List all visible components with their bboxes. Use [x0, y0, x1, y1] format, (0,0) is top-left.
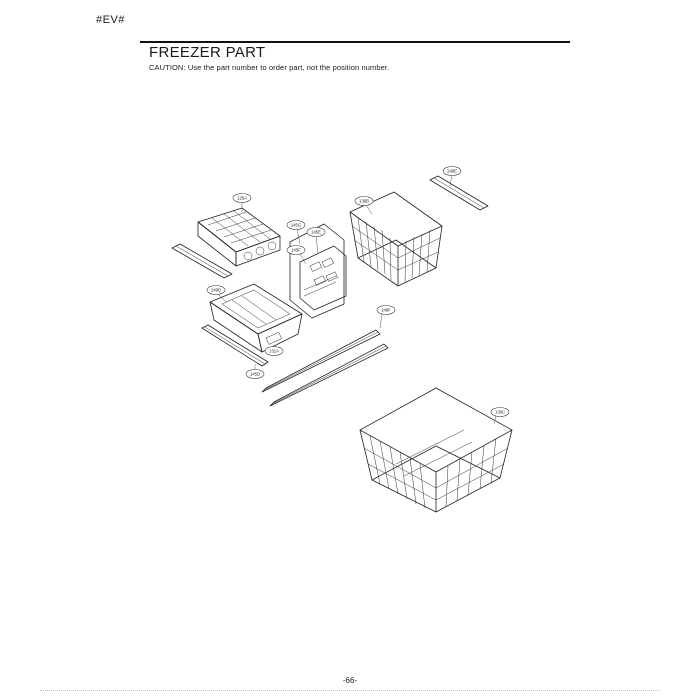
- lower-wire-basket: [359, 387, 513, 513]
- caution-note: CAUTION: Use the part number to order pa…: [149, 63, 390, 72]
- basket-rail-249e: [429, 175, 489, 211]
- ice-bin-rail: [201, 324, 269, 367]
- callout-136c: 136C: [495, 410, 505, 415]
- callout-249e: 249E: [447, 169, 457, 174]
- control-housing: [289, 223, 347, 319]
- callout-145g: 145G: [291, 223, 301, 228]
- upper-wire-basket: [349, 191, 443, 287]
- callout-145d: 145D: [250, 372, 260, 377]
- tray-rail-upper: [171, 243, 233, 279]
- callout-249d: 249D: [211, 288, 221, 293]
- callout-145e: 145E: [311, 230, 321, 235]
- ice-bin: [209, 283, 303, 353]
- callout-131a: 131A: [269, 349, 279, 354]
- title-rule: [140, 41, 570, 43]
- callout-145f: 145F: [291, 248, 301, 253]
- footer-rule: [40, 690, 660, 691]
- page-number: -66-: [342, 676, 358, 685]
- callout-125a: 125A: [237, 196, 247, 201]
- callout-249f: 249F: [381, 308, 391, 313]
- document-code: #EV#: [96, 14, 125, 26]
- page-title: FREEZER PART: [149, 44, 266, 61]
- slide-rails-249f: [261, 329, 389, 407]
- callout-136b: 136B: [359, 199, 369, 204]
- ice-tray-assembly: [197, 207, 281, 267]
